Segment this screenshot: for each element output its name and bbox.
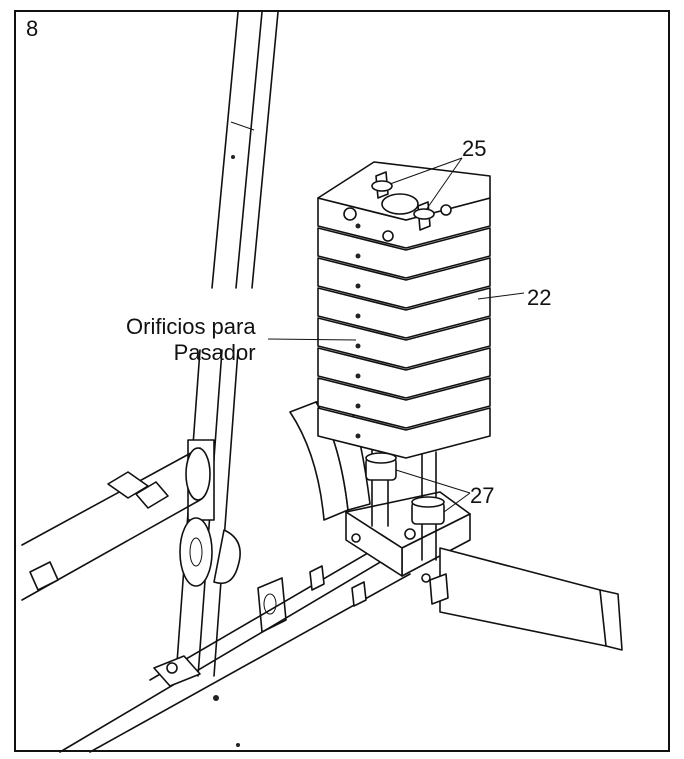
- lower-post: [175, 349, 239, 677]
- weight-plate: [317, 377, 491, 429]
- callout-25: 25: [462, 136, 487, 161]
- bumpers: [365, 452, 445, 525]
- top-plate-details: [343, 171, 452, 242]
- callout-22: 22: [527, 285, 552, 310]
- weight-plate: [317, 257, 491, 309]
- pin-holes-label: Orificios para Pasador: [126, 314, 256, 366]
- base-rail: [59, 531, 411, 753]
- pin-hole: [355, 433, 361, 439]
- weight-plate: [317, 227, 491, 279]
- weight-plate: [317, 287, 491, 339]
- pin-hole: [355, 253, 361, 259]
- step-number: 8: [26, 16, 39, 41]
- pin-hole: [355, 283, 361, 289]
- callout-27: 27: [470, 483, 495, 508]
- pin-holes-label-line2: Pasador: [173, 340, 256, 365]
- upright-post: [211, 11, 279, 289]
- pin-hole: [355, 343, 361, 349]
- pin-hole: [355, 373, 361, 379]
- leader-lines: [267, 157, 525, 513]
- pin-hole: [355, 313, 361, 319]
- weight-plate: [317, 407, 491, 459]
- pin-holes-label-line1: Orificios para: [126, 314, 256, 339]
- pulley: [179, 517, 287, 633]
- weight-plate: [317, 317, 491, 369]
- left-tube: [21, 447, 211, 601]
- pin-hole: [355, 223, 361, 229]
- weight-plate: [317, 347, 491, 399]
- pin-hole: [355, 403, 361, 409]
